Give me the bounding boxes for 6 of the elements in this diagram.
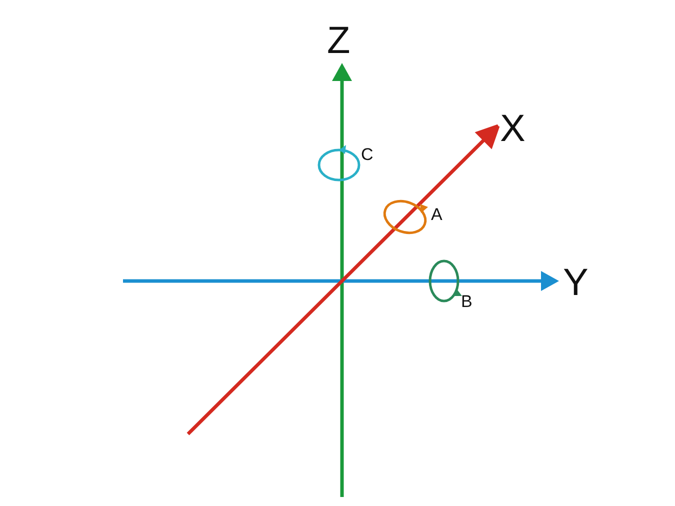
rotation-label: B [461,293,472,310]
axis-label: Y [563,264,588,302]
rotation-label: A [431,206,442,223]
axis-label: Z [327,22,350,60]
rotation-label: C [361,146,374,163]
axis-label: X [500,110,526,148]
